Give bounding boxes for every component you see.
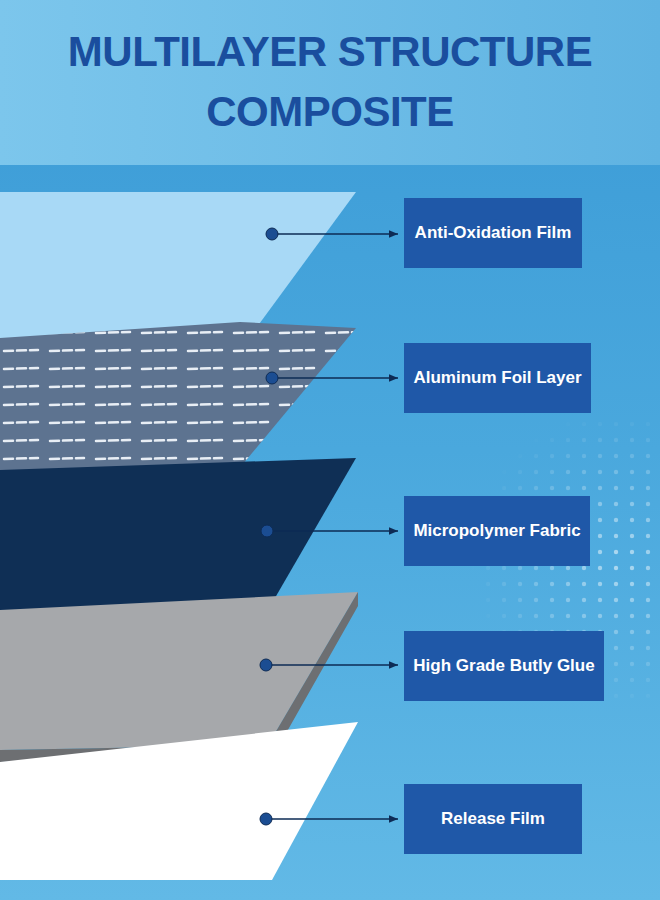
label-box: Aluminum Foil Layer — [404, 343, 591, 413]
layer-label: Aluminum Foil Layer — [413, 368, 581, 388]
layer-label: Release Film — [441, 809, 545, 829]
label-box: Release Film — [404, 784, 582, 854]
layer-label: High Grade Butly Glue — [413, 656, 594, 676]
label-box: Micropolymer Fabric — [404, 496, 590, 566]
label-box: Anti-Oxidation Film — [404, 198, 582, 268]
layer-label: Micropolymer Fabric — [413, 521, 580, 541]
layer-label: Anti-Oxidation Film — [415, 223, 572, 243]
label-box: High Grade Butly Glue — [404, 631, 604, 701]
diagram-title: MULTILAYER STRUCTURE COMPOSITE — [30, 22, 630, 142]
